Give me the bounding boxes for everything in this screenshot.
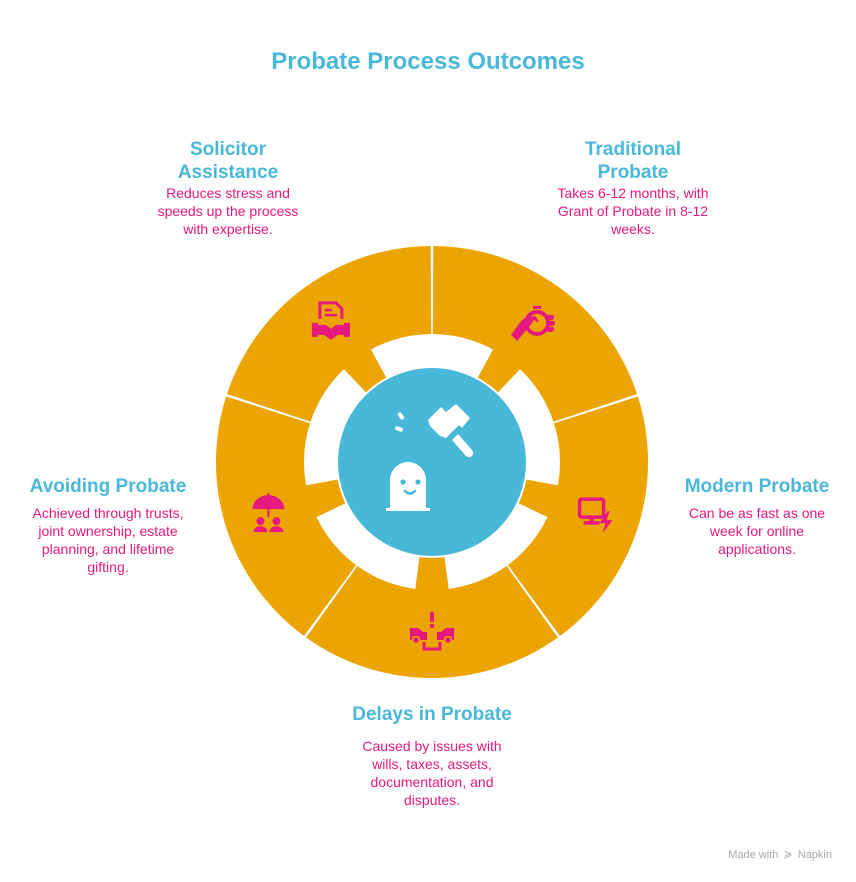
segment-description: Takes 6-12 months, with Grant of Probate…: [557, 185, 709, 237]
segment-avoiding-probate: [215, 396, 357, 636]
center-hub: [336, 366, 528, 558]
hand-stopwatch-icon: [511, 305, 556, 341]
contract-handshake-icon: [311, 301, 350, 340]
diagram-title: Probate Process Outcomes: [271, 48, 585, 75]
segment-spoke: [415, 554, 449, 591]
segment-description: Can be as fast as one week for online ap…: [688, 505, 826, 557]
segment-band: [215, 396, 357, 636]
segment-heading: Modern Probate: [684, 476, 830, 497]
segment-band: [306, 566, 558, 678]
segment-heading: Traditional Probate: [584, 139, 682, 183]
segment-delays-in-probate: [306, 554, 558, 678]
segment-solicitor-assistance: Solicitor Assistance Reduces stress and …: [128, 138, 328, 238]
segment-traditional-probate: Traditional Probate Takes 6-12 months, w…: [533, 138, 733, 238]
car-conflict-icon: [410, 612, 454, 651]
monitor-lightning-icon: [577, 497, 613, 534]
segment-modern-probate: Modern Probate Can be as fast as one wee…: [672, 475, 842, 558]
segment-heading: Avoiding Probate: [29, 476, 187, 497]
made-with-napkin-watermark: Made with ≽ Napkin: [728, 849, 832, 861]
napkin-logo-icon: ≽: [783, 849, 793, 861]
segment-spoke: [343, 348, 388, 395]
umbrella-people-icon: [252, 493, 285, 533]
segment-description: Achieved through trusts, joint ownership…: [32, 505, 184, 575]
segment-spoke: [515, 478, 559, 518]
segment-delays-in-probate: Delays in Probate Caused by issues with …: [332, 703, 532, 809]
judge-gavel-icon: [386, 404, 474, 511]
segment-spoke: [305, 478, 349, 518]
segment-heading: Solicitor Assistance: [177, 139, 279, 183]
segment-avoiding-probate: Avoiding Probate Achieved through trusts…: [10, 475, 206, 576]
segment-description: Caused by issues with wills, taxes, asse…: [362, 738, 502, 808]
segment-heading: Delays in Probate: [352, 704, 512, 725]
segment-spoke: [476, 348, 521, 395]
segment-description: Reduces stress and speeds up the process…: [157, 185, 299, 237]
